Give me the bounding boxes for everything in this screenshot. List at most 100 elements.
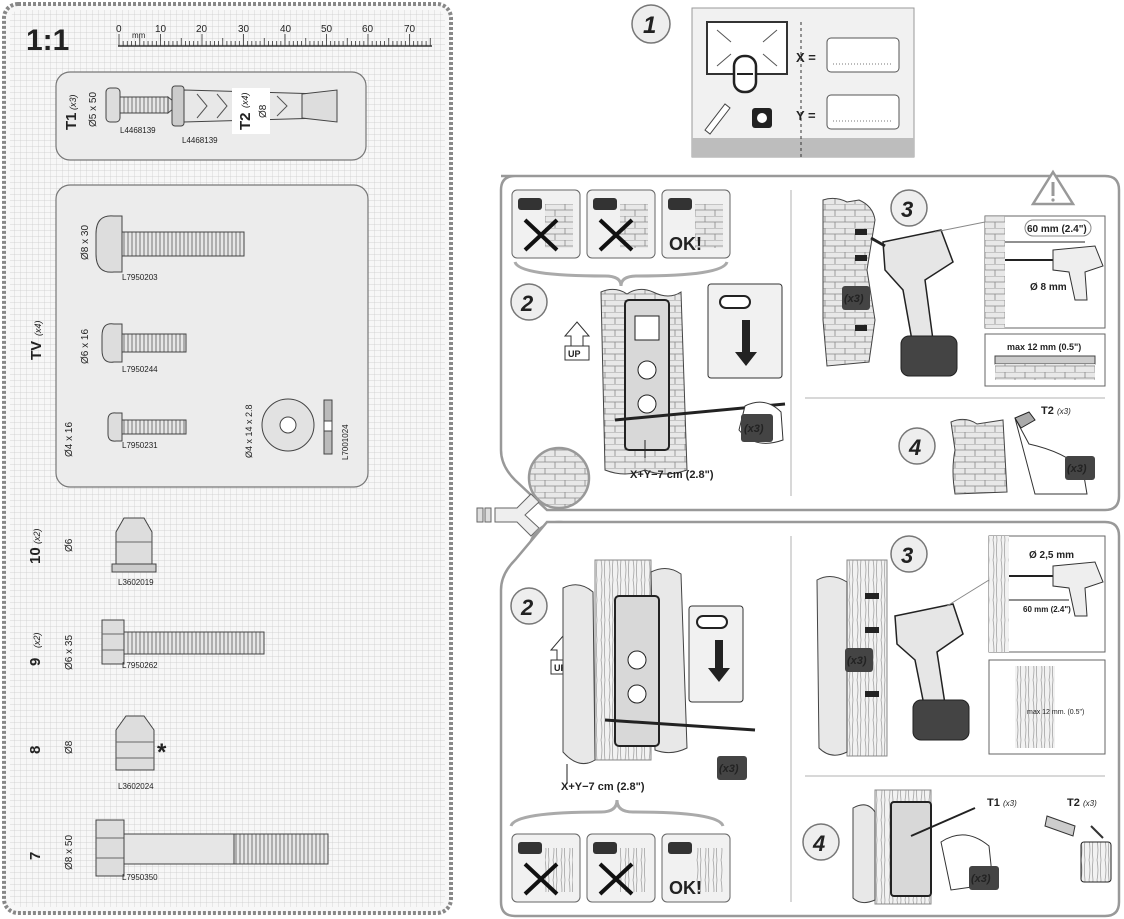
t2-label: T2 bbox=[237, 112, 254, 130]
part-10-code: L3602019 bbox=[118, 578, 154, 587]
wood-max-label: max 12 mm. (0.5") bbox=[1027, 709, 1084, 716]
scale-ruler: 1:1 mm 0 10 20 30 40 50 60 70 bbox=[26, 24, 432, 57]
lock-nut-icon bbox=[115, 715, 155, 771]
masonry-step-2-qty-badge bbox=[741, 414, 773, 442]
part-8-code: L3602024 bbox=[118, 782, 154, 791]
y-value-field bbox=[826, 94, 900, 130]
ruler-tick-70: 70 bbox=[404, 24, 416, 35]
masonry-step-4-number: 4 bbox=[908, 435, 921, 460]
wood-step-2-qty: (x3) bbox=[719, 763, 739, 775]
part-10-group: 10 (x2) Ø6 L3602019 bbox=[27, 517, 157, 587]
tv-screw-3-code: L7950231 bbox=[122, 441, 158, 450]
pencil-icon bbox=[704, 103, 731, 135]
wood-step-3-qty: (x3) bbox=[847, 655, 867, 667]
t2-size: Ø8 bbox=[258, 104, 269, 118]
wood-ok-label: OK! bbox=[669, 878, 702, 898]
ruler-tick-30: 30 bbox=[238, 24, 250, 35]
tv-screw-2-size: Ø6 x 16 bbox=[80, 329, 91, 364]
part-8-asterisk: * bbox=[157, 739, 167, 766]
masonry-t2-qty: (x3) bbox=[1057, 407, 1071, 416]
ruler-tick-10: 10 bbox=[155, 24, 167, 35]
masonry-drill-bit-label: Ø 8 mm bbox=[1030, 282, 1067, 293]
wood-step-2-number: 2 bbox=[520, 595, 534, 620]
wrong-mode-cross-icon-2 bbox=[598, 218, 634, 252]
tv-screw-3-size: Ø4 x 16 bbox=[64, 422, 75, 457]
tv-screw-m6-icon bbox=[101, 323, 187, 363]
part-9-label: 9 bbox=[27, 658, 44, 666]
hardware-scale-panel: 1:1 mm 0 10 20 30 40 50 60 70 T1 (x3) Ø5… bbox=[2, 2, 453, 915]
washer-icon bbox=[261, 398, 333, 455]
ruler-tick-20: 20 bbox=[196, 24, 208, 35]
part-9-code: L7950262 bbox=[122, 661, 158, 670]
masonry-step-4-qty: (x3) bbox=[1067, 463, 1087, 475]
part-8-group: 8 Ø8 * L3602024 bbox=[27, 715, 167, 791]
step-1-number: 1 bbox=[643, 12, 656, 39]
masonry-up-label: UP bbox=[568, 349, 581, 359]
part-8-size: Ø8 bbox=[64, 740, 75, 754]
t1-code: L4468139 bbox=[120, 126, 156, 135]
t2-code: L4468139 bbox=[182, 136, 218, 145]
masonry-step-2-number: 2 bbox=[520, 291, 534, 316]
wood-arrow-icon bbox=[708, 640, 730, 682]
part-10-label: 10 bbox=[27, 547, 44, 564]
wood-wall-bracket-icon bbox=[614, 595, 660, 747]
ruler-ticks bbox=[118, 34, 431, 46]
trash-bin-icon bbox=[1080, 841, 1112, 883]
up-arrow-icon: UP bbox=[563, 321, 591, 361]
wood-step-4-qty: (x3) bbox=[971, 873, 991, 885]
wood-wall-section: 2 UP (x3) X+Y−7 cm (2.8") bbox=[499, 520, 1121, 918]
tv-screw-1-size: Ø8 x 30 bbox=[80, 225, 91, 260]
t2-anchor-small-icon bbox=[1044, 815, 1076, 837]
installation-steps-panel: 1 X = Y = bbox=[476, 4, 1121, 918]
wood-t2-label: T2 bbox=[1067, 797, 1080, 809]
tv-screw-m8-icon bbox=[95, 215, 245, 273]
t1-label: T1 bbox=[63, 112, 80, 130]
wrong-mode-cross-icon bbox=[523, 218, 559, 252]
washer-code: L7001024 bbox=[341, 424, 350, 460]
wood-t1-label: T1 bbox=[987, 797, 1000, 809]
masonry-formula: X+Y−7 cm (2.8") bbox=[630, 469, 714, 481]
flange-nut-icon bbox=[111, 517, 157, 573]
tv-label: TV bbox=[28, 341, 45, 360]
masonry-drill-mode-icons: OK! bbox=[511, 189, 731, 287]
step-1-y-label: Y = bbox=[796, 108, 816, 123]
wood-formula: X+Y−7 cm (2.8") bbox=[561, 781, 645, 793]
part-9-qty: (x2) bbox=[32, 632, 42, 648]
masonry-max-label: max 12 mm (0.5") bbox=[1007, 342, 1081, 352]
part-7-label: 7 bbox=[27, 852, 44, 860]
t1-size: Ø5 x 50 bbox=[88, 92, 99, 127]
ruler-tick-0: 0 bbox=[116, 24, 122, 35]
tv-screws-group: TV (x4) Ø8 x 30 L7950203 Ø6 x 16 L795024… bbox=[28, 184, 369, 488]
part-10-size: Ø6 bbox=[64, 538, 75, 552]
masonry-drill-wall bbox=[822, 197, 876, 367]
masonry-t2-label: T2 bbox=[1041, 405, 1054, 417]
part-8-label: 8 bbox=[27, 746, 44, 754]
wood-depth-label: 60 mm (2.4") bbox=[1023, 605, 1071, 614]
t2-qty: (x4) bbox=[240, 92, 250, 108]
part-7-code: L7950350 bbox=[122, 873, 158, 882]
part-9-group: 9 (x2) Ø6 x 35 L7950262 bbox=[27, 619, 265, 670]
hex-bolt-m6-icon bbox=[101, 619, 265, 665]
masonry-step-3-qty: (x3) bbox=[844, 293, 864, 305]
wood-cordless-drill-icon bbox=[894, 603, 970, 741]
wood-t1-qty: (x3) bbox=[1003, 799, 1017, 808]
t1-t2-group: T1 (x3) Ø5 x 50 L4468139 L4468139 T2 (x4… bbox=[55, 71, 367, 161]
tv-qty: (x4) bbox=[33, 320, 43, 336]
ruler-tick-50: 50 bbox=[321, 24, 333, 35]
ruler-tick-40: 40 bbox=[280, 24, 292, 35]
level-inset-icon bbox=[719, 295, 751, 309]
arrow-icon bbox=[735, 320, 757, 366]
wood-drill-bit-label: Ø 2,5 mm bbox=[1029, 550, 1074, 561]
wood-t2-qty: (x3) bbox=[1083, 799, 1097, 808]
masonry-step-3-number: 3 bbox=[901, 197, 913, 222]
step-1-x-label: X = bbox=[796, 50, 816, 65]
ruler-unit: mm bbox=[132, 31, 146, 40]
wood-drill-mode-icons: OK! bbox=[509, 799, 731, 903]
washer-size: Ø4 x 14 x 2.8 bbox=[244, 404, 254, 458]
tv-screw-2-code: L7950244 bbox=[122, 365, 158, 374]
part-7-group: 7 Ø8 x 50 L7950350 bbox=[27, 819, 329, 882]
scale-title: 1:1 bbox=[26, 24, 69, 57]
masonry-step-2-qty: (x3) bbox=[744, 423, 764, 435]
part-7-size: Ø8 x 50 bbox=[64, 835, 75, 870]
masonry-wall-section: OK! 2 UP (x3) X+Y−7 cm (2.8") 3 bbox=[499, 169, 1121, 512]
